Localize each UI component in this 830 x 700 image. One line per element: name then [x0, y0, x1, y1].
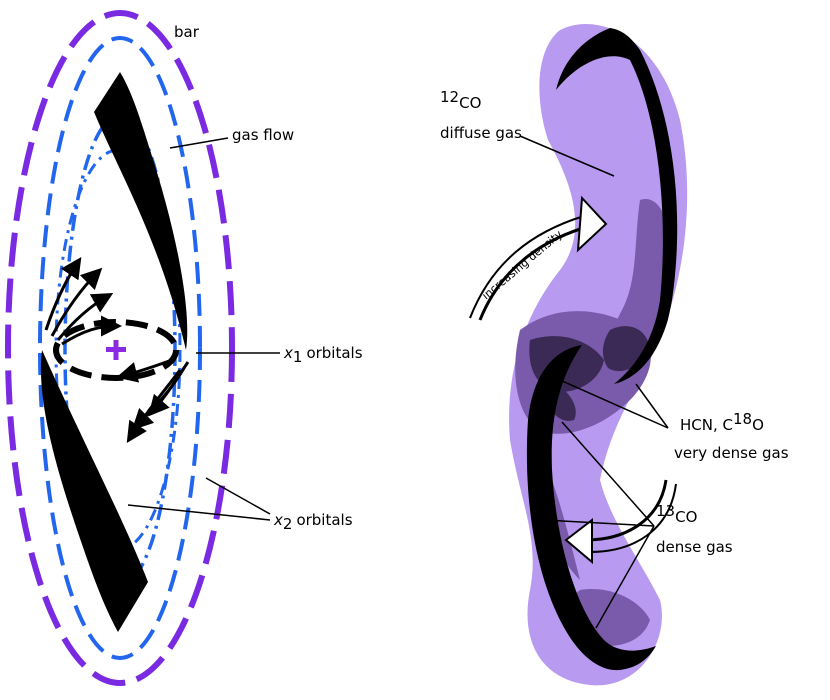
co13-desc: dense gas — [656, 538, 733, 556]
x2-orbitals-leader-a — [127, 504, 271, 521]
dust-lane-lower — [526, 345, 656, 671]
co13-leader-b — [543, 519, 655, 527]
co12-desc: diffuse gas — [440, 124, 522, 142]
x1-orbit-outer — [38, 36, 202, 660]
co12-leader — [519, 135, 615, 177]
gas-flow-leader — [169, 137, 229, 149]
co13-label: 13CO — [656, 502, 697, 526]
gas-flow-arrows — [44, 257, 190, 444]
co12-label: 12CO — [440, 88, 481, 112]
hcn-label: HCN, C18O — [680, 410, 764, 434]
gas-lane-lower — [40, 350, 148, 632]
center-plus-icon — [106, 340, 126, 360]
co13-leader-a — [561, 421, 655, 527]
gas-flow-label: gas flow — [232, 126, 294, 144]
hcn-desc: very dense gas — [674, 444, 789, 462]
increasing-density-arrow — [469, 195, 608, 321]
right-panel: increasing density 12CO diffuse gas HCN,… — [440, 24, 789, 686]
bar-outline — [5, 10, 235, 686]
bar-label: bar — [174, 23, 200, 41]
hcn-leader-a — [559, 379, 669, 429]
hcn-leader-b — [635, 383, 669, 429]
gas-lane-upper — [94, 72, 188, 350]
dust-lane-upper — [556, 28, 678, 384]
co13-leader-c — [595, 525, 655, 629]
x2-orbitals-leader-b — [205, 477, 271, 515]
